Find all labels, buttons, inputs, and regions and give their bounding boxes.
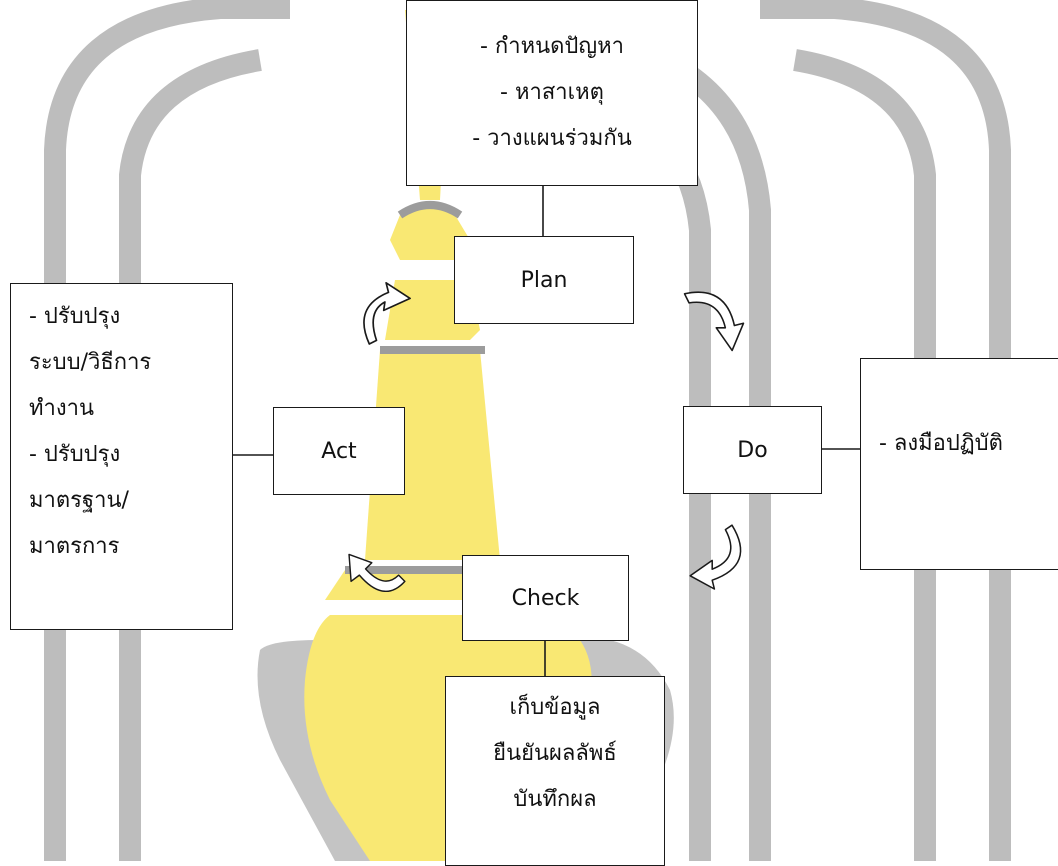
do-notes-box: - ลงมือปฏิบัติ bbox=[860, 358, 1058, 570]
act-note-4: - ปรับปรุง bbox=[29, 442, 121, 467]
act-note-6: มาตรการ bbox=[29, 534, 120, 559]
curved-arrow-icon bbox=[363, 281, 411, 345]
check-label: Check bbox=[511, 585, 580, 611]
do-label: Do bbox=[737, 437, 768, 463]
act-notes-box: - ปรับปรุง ระบบ/วิธีการ ทำงาน - ปรับปรุง… bbox=[10, 283, 233, 630]
act-note-1: - ปรับปรุง bbox=[29, 304, 121, 329]
check-note-3: บันทึกผล bbox=[513, 787, 597, 812]
curved-arrow-icon bbox=[683, 291, 745, 352]
check-note-2: ยืนยันผลลัพธ์ bbox=[493, 741, 617, 766]
act-note-5: มาตรฐาน/ bbox=[29, 488, 129, 513]
curved-arrow-icon bbox=[348, 553, 406, 592]
plan-label: Plan bbox=[520, 267, 568, 293]
plan-note-2: - หาสาเหตุ bbox=[500, 80, 604, 105]
plan-notes-box: - กำหนดปัญหา - หาสาเหตุ - วางแผนร่วมกัน bbox=[406, 0, 698, 186]
plan-note-1: - กำหนดปัญหา bbox=[480, 34, 624, 59]
do-box: Do bbox=[683, 406, 822, 494]
act-label: Act bbox=[321, 438, 357, 464]
check-box: Check bbox=[462, 555, 629, 641]
plan-note-3: - วางแผนร่วมกัน bbox=[472, 126, 632, 151]
check-notes-box: เก็บข้อมูล ยืนยันผลลัพธ์ บันทึกผล bbox=[445, 676, 665, 866]
plan-box: Plan bbox=[454, 236, 634, 324]
act-note-3: ทำงาน bbox=[29, 396, 94, 421]
act-note-2: ระบบ/วิธีการ bbox=[29, 350, 152, 375]
check-note-1: เก็บข้อมูล bbox=[509, 695, 601, 720]
act-box: Act bbox=[273, 407, 405, 495]
do-note-1: - ลงมือปฏิบัติ bbox=[879, 431, 1003, 456]
curved-arrow-icon bbox=[689, 524, 742, 590]
